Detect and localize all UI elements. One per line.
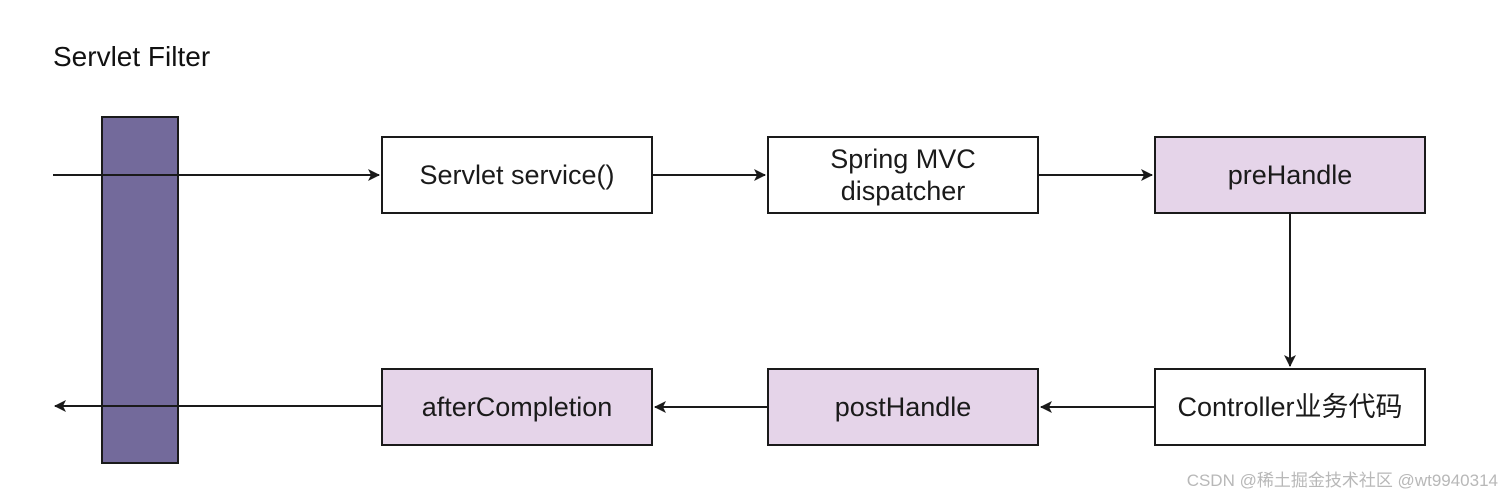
watermark-text: CSDN @稀土掘金技术社区 @wt9940314 <box>1186 471 1498 490</box>
node-prehandle-label: preHandle <box>1227 160 1353 190</box>
node-dispatcher-label: Spring MVC dispatcher <box>830 144 976 206</box>
node-aftercompletion: afterCompletion <box>381 368 653 446</box>
node-spring-mvc-dispatcher: Spring MVC dispatcher <box>767 136 1039 214</box>
node-prehandle: preHandle <box>1154 136 1426 214</box>
node-controller: Controller业务代码 <box>1154 368 1426 446</box>
node-aftercompletion-label: afterCompletion <box>421 392 613 422</box>
node-servlet-service-label: Servlet service() <box>419 160 615 190</box>
node-posthandle-label: postHandle <box>834 392 972 422</box>
diagram-title: Servlet Filter <box>53 41 211 72</box>
node-servlet-service: Servlet service() <box>381 136 653 214</box>
node-posthandle: postHandle <box>767 368 1039 446</box>
node-controller-label: Controller业务代码 <box>1177 392 1403 422</box>
